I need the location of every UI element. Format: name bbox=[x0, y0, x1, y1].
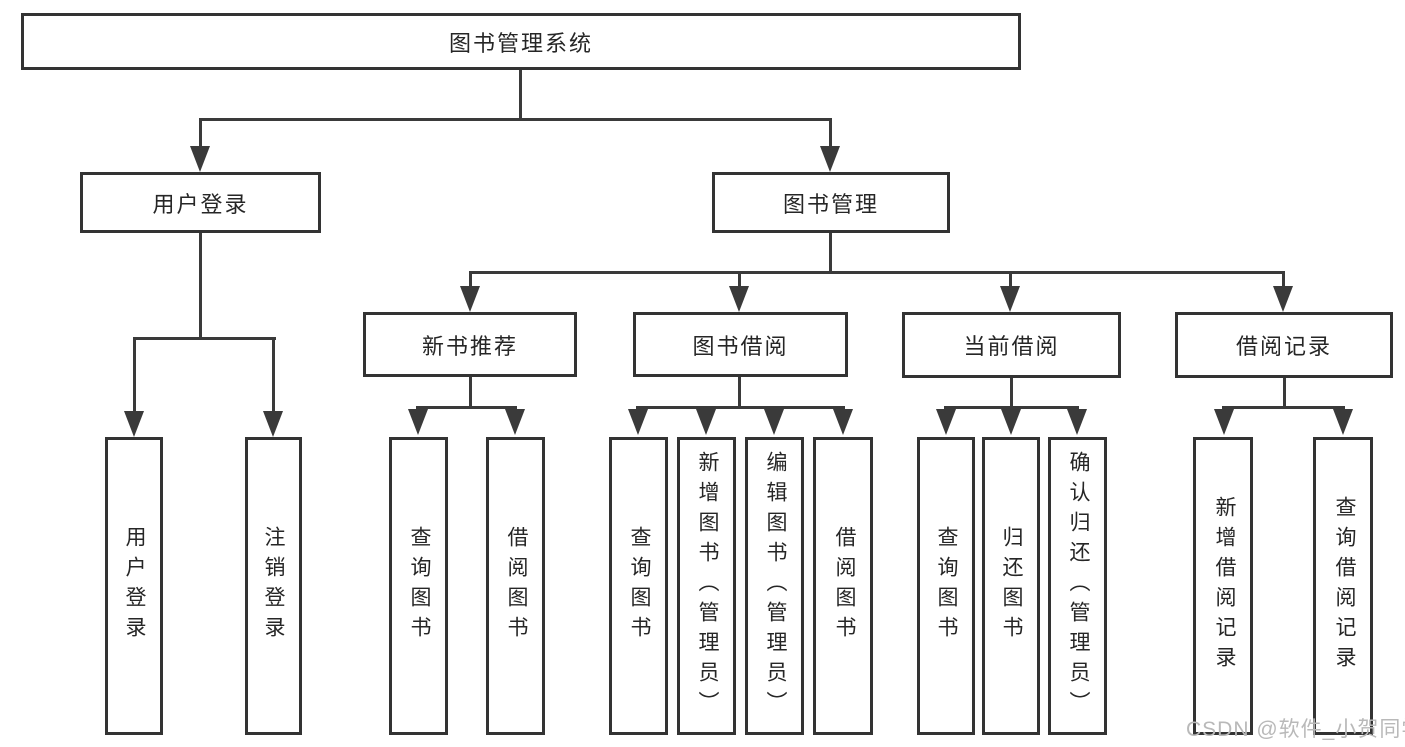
arrow-down-icon bbox=[1067, 409, 1087, 435]
connector-login-bar bbox=[133, 337, 276, 340]
connector-level3-stem-3 bbox=[1009, 271, 1012, 290]
connector-login-stem-right bbox=[272, 337, 275, 415]
leaf-user-login: 用户登录 bbox=[105, 437, 163, 735]
leaf-borrow-query: 查询图书 bbox=[609, 437, 668, 735]
arrow-down-icon bbox=[1001, 409, 1021, 435]
leaf-records-query: 查询借阅记录 bbox=[1313, 437, 1373, 735]
leaf-newbook-borrow: 借阅图书 bbox=[486, 437, 545, 735]
leaf-borrow-edit-admin: 编辑图书（管理员） bbox=[745, 437, 804, 735]
arrow-down-icon bbox=[696, 409, 716, 435]
arrow-down-icon bbox=[628, 409, 648, 435]
arrow-down-icon bbox=[833, 409, 853, 435]
arrow-down-icon bbox=[263, 411, 283, 437]
arrow-down-icon bbox=[505, 409, 525, 435]
connector-level2-stem-left bbox=[199, 118, 202, 150]
arrow-down-icon bbox=[936, 409, 956, 435]
node-current-borrow: 当前借阅 bbox=[902, 312, 1121, 378]
leaf-current-return: 归还图书 bbox=[982, 437, 1040, 735]
node-user-login: 用户登录 bbox=[80, 172, 321, 233]
leaf-borrow-add-admin: 新增图书（管理员） bbox=[677, 437, 736, 735]
arrow-down-icon bbox=[124, 411, 144, 437]
arrow-down-icon bbox=[190, 146, 210, 172]
leaf-current-confirm-return-admin: 确认归还（管理员） bbox=[1048, 437, 1107, 735]
leaf-logout-login: 注销登录 bbox=[245, 437, 302, 735]
connector-records-trunk bbox=[1283, 378, 1286, 408]
node-borrow-record: 借阅记录 bbox=[1175, 312, 1393, 378]
arrow-down-icon bbox=[1333, 409, 1353, 435]
node-book-borrow: 图书借阅 bbox=[633, 312, 848, 377]
connector-level3-stem-2 bbox=[738, 271, 741, 290]
connector-newbook-trunk bbox=[469, 377, 472, 408]
connector-level2-stem-right bbox=[829, 118, 832, 150]
connector-borrow-bar bbox=[636, 406, 845, 409]
arrow-down-icon bbox=[729, 286, 749, 312]
connector-newbook-bar bbox=[416, 406, 517, 409]
node-book-management: 图书管理 bbox=[712, 172, 950, 233]
connector-level3-bar bbox=[469, 271, 1285, 274]
node-root: 图书管理系统 bbox=[21, 13, 1021, 70]
connector-login-stem-left bbox=[133, 337, 136, 415]
connector-borrow-trunk bbox=[738, 377, 741, 408]
arrow-down-icon bbox=[1000, 286, 1020, 312]
watermark: CSDN @软件_小贺同学 bbox=[1186, 718, 1405, 741]
connector-root-trunk bbox=[519, 70, 522, 120]
leaf-newbook-query: 查询图书 bbox=[389, 437, 448, 735]
arrow-down-icon bbox=[460, 286, 480, 312]
arrow-down-icon bbox=[1214, 409, 1234, 435]
connector-level3-stem-1 bbox=[469, 271, 472, 290]
arrow-down-icon bbox=[764, 409, 784, 435]
connector-current-trunk bbox=[1010, 378, 1013, 408]
node-new-book-recommend: 新书推荐 bbox=[363, 312, 577, 377]
leaf-current-query: 查询图书 bbox=[917, 437, 975, 735]
leaf-borrow-borrow: 借阅图书 bbox=[813, 437, 873, 735]
arrow-down-icon bbox=[408, 409, 428, 435]
connector-books-trunk bbox=[829, 233, 832, 273]
connector-level3-stem-4 bbox=[1282, 271, 1285, 290]
connector-login-trunk bbox=[199, 233, 202, 339]
connector-current-bar bbox=[944, 406, 1079, 409]
connector-level2-bar bbox=[199, 118, 832, 121]
leaf-records-add: 新增借阅记录 bbox=[1193, 437, 1253, 735]
arrow-down-icon bbox=[820, 146, 840, 172]
arrow-down-icon bbox=[1273, 286, 1293, 312]
connector-records-bar bbox=[1222, 406, 1345, 409]
